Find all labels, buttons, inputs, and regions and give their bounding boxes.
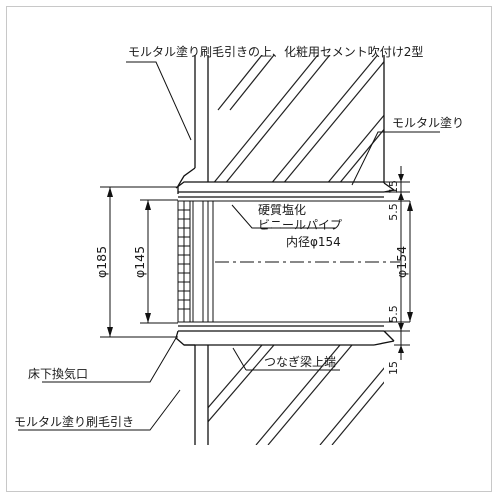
label-inner-diameter: 内径φ154 <box>286 235 341 249</box>
leader-lines <box>18 61 440 431</box>
left-dimension-arrows <box>107 187 151 337</box>
upper-wall-hatch <box>211 55 384 182</box>
label-beam-top: つなぎ梁上端 <box>264 354 336 369</box>
label-mortar: モルタル塗り <box>392 115 464 130</box>
dim-phi185: φ185 <box>94 246 109 278</box>
drawing-frame <box>6 6 492 492</box>
right-dimension-arrows <box>398 174 413 353</box>
dim-top-15: 15 <box>387 180 400 194</box>
dim-bottom-5-5: 5.5 <box>387 305 400 323</box>
dim-phi154: φ154 <box>394 246 409 278</box>
label-floor-vent: 床下換気口 <box>28 366 88 381</box>
dim-top-5-5: 5.5 <box>387 203 400 221</box>
dim-phi145: φ145 <box>132 246 147 278</box>
left-dimension-lines <box>100 186 178 338</box>
label-pipe-material-1: 硬質塩化 <box>258 202 306 217</box>
dim-bottom-15: 15 <box>387 361 400 375</box>
label-top-finish: モルタル塗り刷毛引きの上、化粧用セメント吹付け2型 <box>128 44 423 59</box>
label-mortar-brush: モルタル塗り刷毛引き <box>14 414 134 429</box>
wall-outline <box>175 55 395 445</box>
lower-beam-hatch <box>208 345 384 445</box>
vent-grille <box>177 200 384 323</box>
label-pipe-material-2: ビニールパイプ <box>258 218 342 232</box>
